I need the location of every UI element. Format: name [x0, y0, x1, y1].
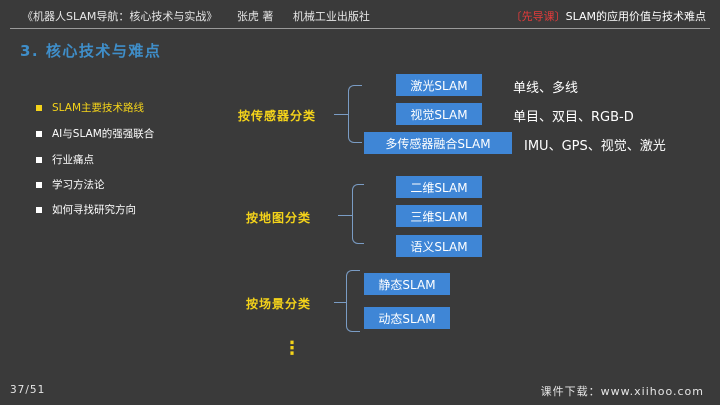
header-slide-topic: 〔先导课〕SLAM的应用价值与技术难点 [511, 8, 706, 24]
sidebar-item-label: SLAM主要技术路线 [52, 102, 144, 114]
book-author: 张虎 著 [236, 10, 274, 23]
sidebar-item-methodology[interactable]: 学习方法论 [36, 177, 105, 192]
box-multisensor-slam: 多传感器融合SLAM [364, 132, 512, 154]
box-2d-slam: 二维SLAM [396, 176, 482, 198]
box-laser-slam: 激光SLAM [396, 74, 482, 96]
courseware-download-link[interactable]: 课件下载：www.xiihoo.com [540, 385, 704, 398]
slide-topic: SLAM的应用价值与技术难点 [565, 10, 706, 23]
box-static-slam: 静态SLAM [364, 273, 450, 295]
bracket-tick [334, 114, 348, 115]
page-number: 37/51 [10, 384, 46, 396]
sidebar-item-label: 行业痛点 [52, 154, 94, 166]
box-visual-slam: 视觉SLAM [396, 103, 482, 125]
bracket-map [352, 184, 364, 244]
sidebar-item-label: 如何寻找研究方向 [52, 204, 136, 216]
bullet-icon [36, 130, 42, 137]
note-multisensor-slam: IMU、GPS、视觉、激光 [524, 139, 666, 154]
course-tag: 〔先导课〕 [510, 10, 566, 23]
section-title: 3. 核心技术与难点 [20, 42, 162, 60]
sidebar-item-label: 学习方法论 [52, 179, 105, 191]
sidebar-item-label: AI与SLAM的强强联合 [52, 128, 155, 140]
sidebar-item-pain-points[interactable]: 行业痛点 [36, 152, 94, 167]
bullet-icon [36, 181, 42, 188]
more-ellipsis-icon: ⋮ [283, 338, 301, 359]
note-visual-slam: 单目、双目、RGB-D [513, 110, 634, 125]
category-by-sensor: 按传感器分类 [238, 109, 317, 123]
sidebar-item-ai-slam[interactable]: AI与SLAM的强强联合 [36, 126, 154, 141]
book-publisher: 机械工业出版社 [292, 10, 370, 23]
book-title: 《机器人SLAM导航：核心技术与实战》 [22, 10, 218, 23]
sidebar-item-slam-routes[interactable]: SLAM主要技术路线 [36, 100, 144, 115]
bracket-scene [346, 270, 360, 332]
bracket-tick [334, 302, 346, 303]
bullet-icon [36, 206, 42, 213]
bracket-sensor [348, 85, 362, 143]
header-book-info: 《机器人SLAM导航：核心技术与实战》 张虎 著 机械工业出版社 [22, 8, 386, 24]
header-divider [10, 28, 710, 29]
category-by-map: 按地图分类 [246, 211, 312, 225]
box-semantic-slam: 语义SLAM [396, 235, 482, 257]
bullet-icon [36, 104, 42, 111]
box-dynamic-slam: 动态SLAM [364, 307, 450, 329]
category-by-scene: 按场景分类 [246, 297, 312, 311]
sidebar-item-research-direction[interactable]: 如何寻找研究方向 [36, 202, 136, 217]
note-laser-slam: 单线、多线 [513, 81, 579, 96]
bracket-tick [338, 215, 352, 216]
box-3d-slam: 三维SLAM [396, 205, 482, 227]
bullet-icon [36, 156, 42, 163]
